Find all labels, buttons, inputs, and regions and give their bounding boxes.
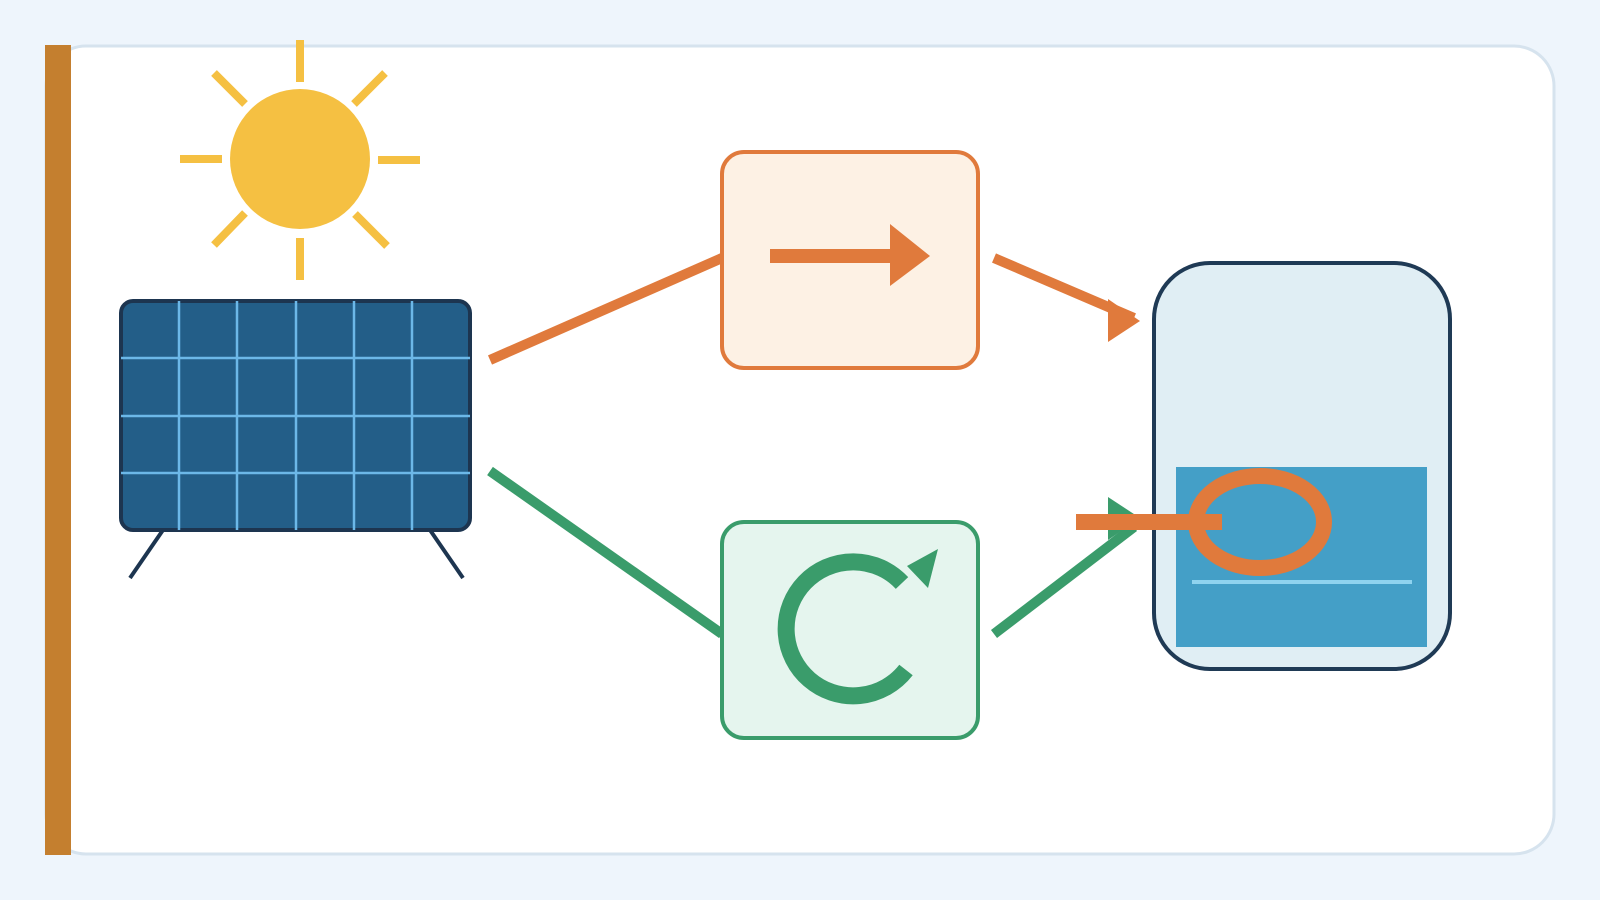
connector-direct-to-tank <box>992 253 1140 342</box>
connector-panel-to-cycle <box>487 466 725 639</box>
panel-grid <box>121 301 470 530</box>
cycle-box-frame <box>720 520 980 740</box>
direct-transfer-box <box>720 150 980 370</box>
heating-coil-icon <box>1076 468 1332 576</box>
circular-arrow-icon <box>777 549 938 705</box>
sun-disc <box>230 89 370 229</box>
water-tank-icon <box>1076 261 1452 671</box>
connector-panel-to-direct <box>487 253 725 365</box>
accent-bar <box>45 45 71 855</box>
orange-arrowhead <box>1108 299 1140 342</box>
circulation-box <box>720 520 980 740</box>
sun-icon <box>180 40 420 280</box>
right-arrow-icon <box>770 224 930 286</box>
panel-legs <box>128 528 465 580</box>
sun-rays <box>180 40 420 280</box>
solar-panel-icon <box>119 299 472 580</box>
